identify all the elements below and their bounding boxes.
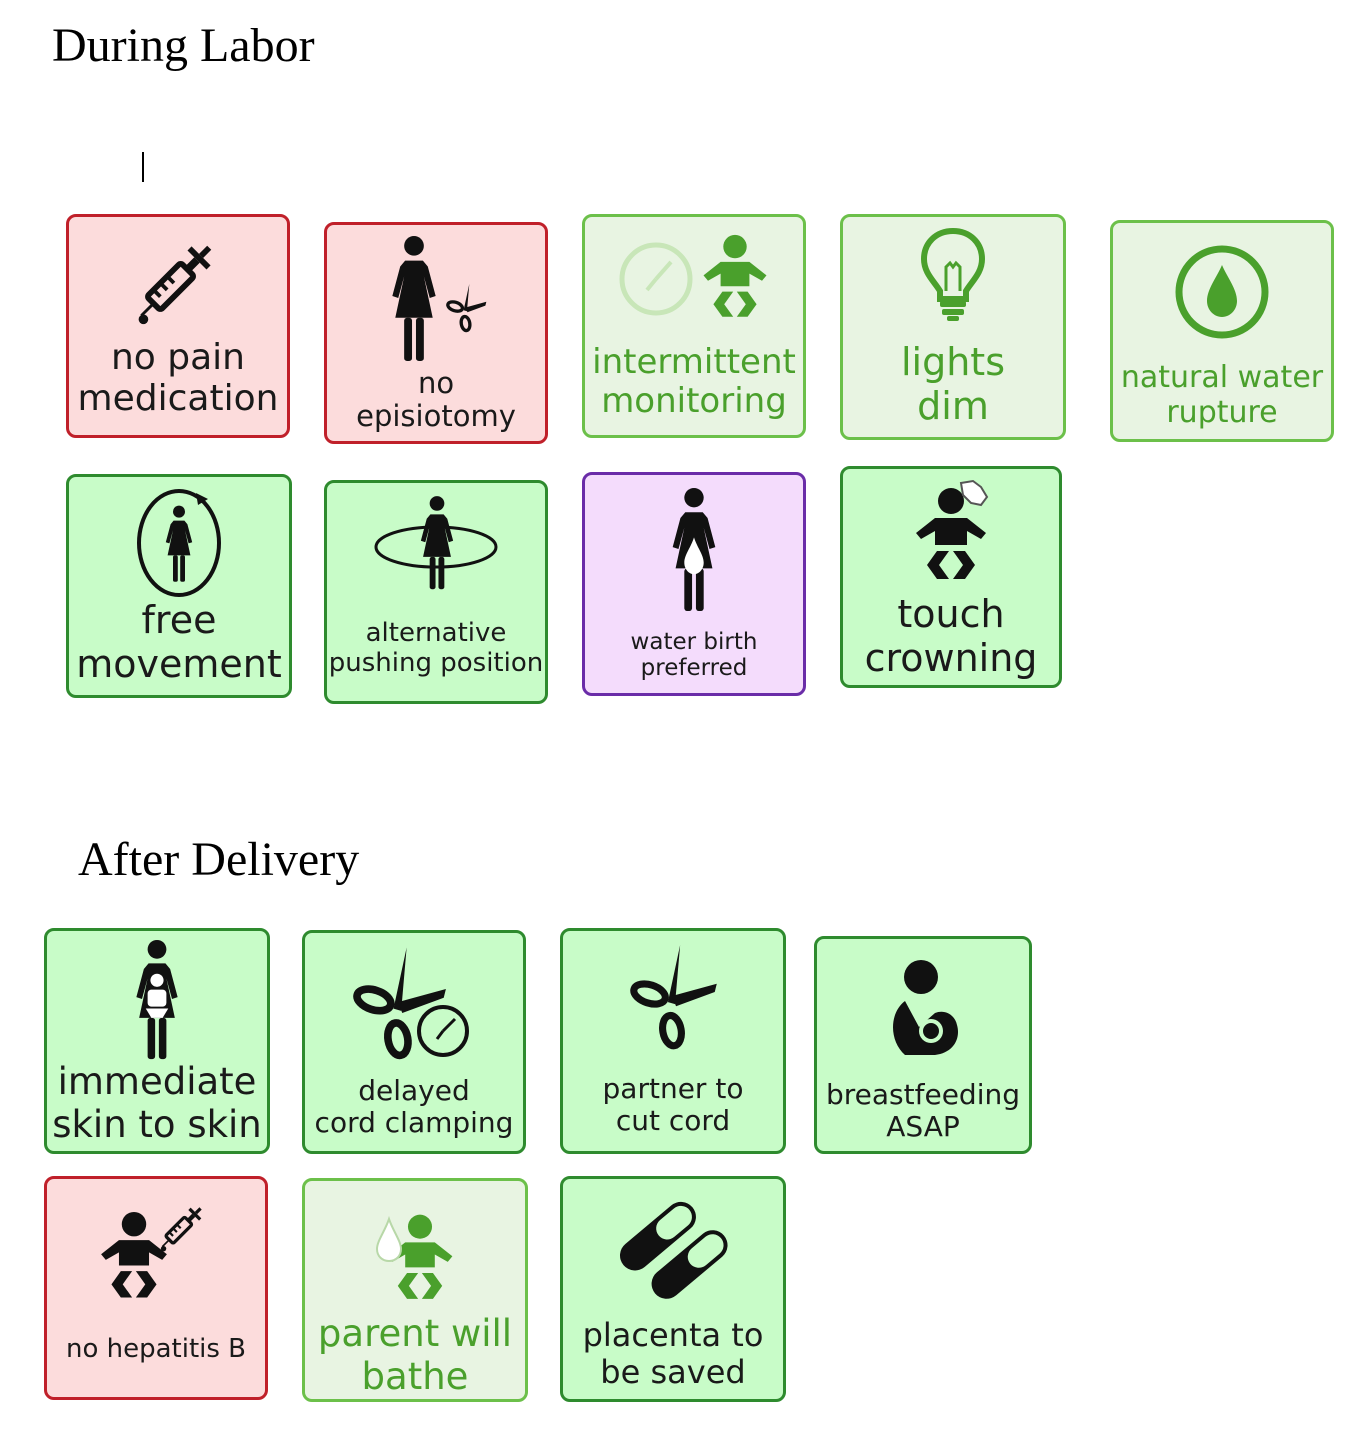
- card-free-movement[interactable]: free movement: [66, 474, 292, 698]
- card-label: partner to cut cord: [602, 1072, 744, 1138]
- card-label: alternative pushing position: [328, 618, 544, 678]
- card-label: natural water rupture: [1120, 360, 1324, 430]
- card-label: no pain medication: [77, 337, 279, 420]
- card-label: parent will bathe: [317, 1312, 513, 1398]
- card-label: delayed cord clamping: [314, 1074, 514, 1140]
- woman-holding-baby-icon: [47, 939, 267, 1061]
- card-no-episiotomy[interactable]: no episiotomy: [324, 222, 548, 444]
- card-immediate-skin-to-skin[interactable]: immediate skin to skin: [44, 928, 270, 1154]
- card-label: water birth preferred: [630, 629, 758, 682]
- card-lights-dim[interactable]: lights dim: [840, 214, 1066, 440]
- card-placenta-to-be-saved[interactable]: placenta to be saved: [560, 1176, 786, 1402]
- card-label: no episiotomy: [356, 366, 516, 434]
- card-no-hepatitis-b[interactable]: no hepatitis B: [44, 1176, 268, 1400]
- baby-syringe-icon: [47, 1199, 265, 1305]
- lightbulb-icon: [843, 225, 1063, 323]
- card-label: immediate skin to skin: [52, 1060, 262, 1146]
- card-label: touch crowning: [864, 592, 1038, 680]
- capsules-icon: [563, 1201, 783, 1301]
- card-intermittent-monitoring[interactable]: intermittent monitoring: [582, 214, 806, 438]
- card-water-birth-preferred[interactable]: water birth preferred: [582, 472, 806, 696]
- clock-baby-icon: [585, 231, 803, 327]
- card-label: breastfeeding ASAP: [825, 1078, 1020, 1144]
- scissors-icon: [563, 939, 783, 1051]
- card-label: placenta to be saved: [582, 1316, 764, 1391]
- woman-scissors-icon: [327, 235, 545, 363]
- card-touch-crowning[interactable]: touch crowning: [840, 466, 1062, 688]
- card-parent-will-bathe[interactable]: parent will bathe: [302, 1178, 528, 1402]
- section-heading-after-delivery: After Delivery: [78, 833, 360, 886]
- woman-circle-icon: [69, 487, 289, 599]
- baby-water-drop-icon: [305, 1211, 525, 1309]
- water-drop-icon: [1113, 243, 1331, 341]
- woman-orbit-icon: [327, 495, 545, 599]
- card-natural-water-rupture[interactable]: natural water rupture: [1110, 220, 1334, 442]
- card-no-pain-medication[interactable]: no pain medication: [66, 214, 290, 438]
- card-breastfeeding-asap[interactable]: breastfeeding ASAP: [814, 936, 1032, 1154]
- section-heading-during-labor: During Labor: [52, 19, 315, 72]
- card-delayed-cord-clamping[interactable]: delayed cord clamping: [302, 930, 526, 1154]
- card-label: lights dim: [900, 340, 1006, 428]
- breastfeeding-icon: [817, 957, 1029, 1061]
- syringe-icon: [69, 231, 287, 327]
- card-partner-to-cut-cord[interactable]: partner to cut cord: [560, 928, 786, 1154]
- card-label: free movement: [76, 598, 282, 686]
- woman-water-drop-icon: [585, 487, 803, 613]
- baby-hand-icon: [843, 477, 1059, 587]
- card-label: no hepatitis B: [65, 1334, 247, 1364]
- card-alternative-pushing-position[interactable]: alternative pushing position: [324, 480, 548, 704]
- text-cursor: [142, 152, 144, 182]
- card-label: intermittent monitoring: [592, 342, 796, 422]
- scissors-clock-icon: [305, 941, 523, 1065]
